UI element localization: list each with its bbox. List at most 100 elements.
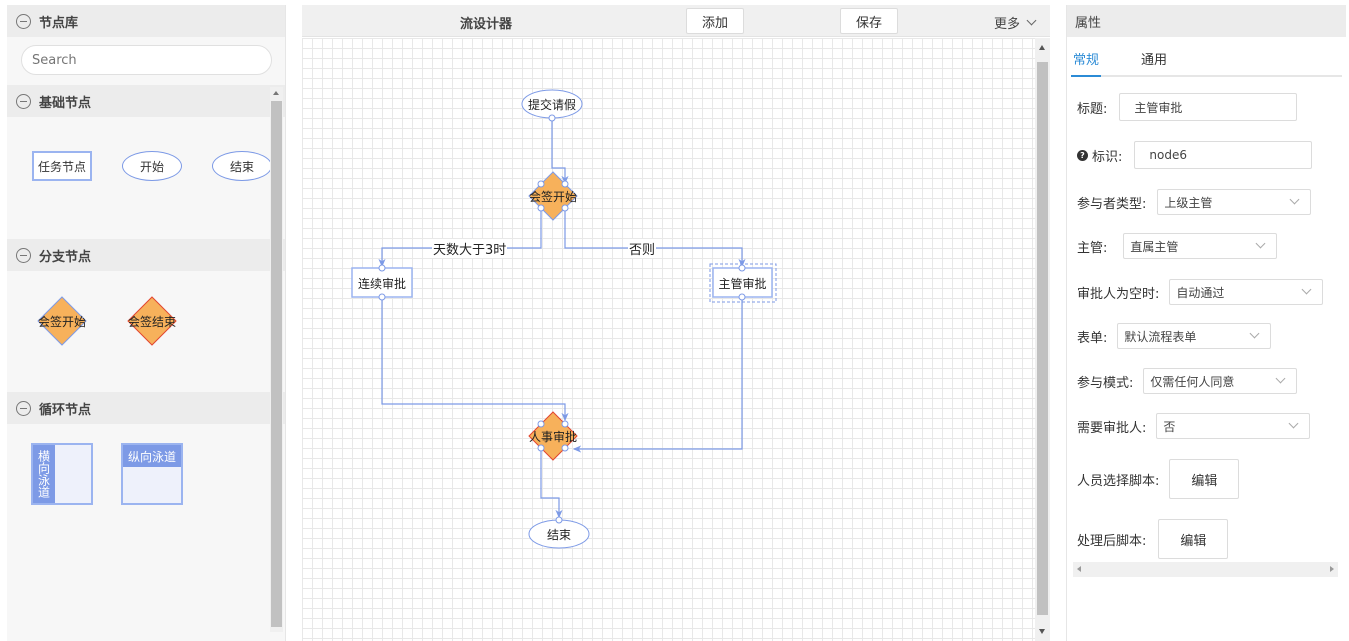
lib-countersign-end-node[interactable]: 会签结束: [122, 296, 182, 346]
node-port[interactable]: [561, 204, 569, 212]
lib-horizontal-lane[interactable]: 横向泳道: [31, 443, 93, 505]
collapse-icon[interactable]: [16, 13, 31, 29]
tab-common[interactable]: 通用: [1141, 53, 1168, 68]
node-continuous-approve-shape[interactable]: [351, 267, 413, 298]
need-approver-select[interactable]: 否: [1156, 413, 1311, 439]
node-countersign-start-shape[interactable]: [528, 171, 578, 221]
edge-submit-to-countersign[interactable]: [551, 118, 569, 185]
chevron-down-icon: [1288, 418, 1299, 429]
scroll-left-icon[interactable]: [1077, 566, 1081, 572]
collapse-icon[interactable]: [16, 93, 31, 109]
id-input[interactable]: node6: [1134, 141, 1313, 169]
node-port[interactable]: [537, 420, 545, 428]
edge-supervisor-to-hr[interactable]: [572, 298, 743, 453]
title-input[interactable]: 主管审批: [1119, 93, 1298, 121]
properties-hscrollbar[interactable]: [1073, 562, 1338, 577]
scroll-up-icon[interactable]: [273, 91, 279, 95]
node-port[interactable]: [378, 293, 386, 301]
field-id: ? 标识: node6: [1077, 141, 1313, 169]
node-library-header[interactable]: 节点库: [7, 5, 285, 37]
add-button[interactable]: 添加: [686, 8, 744, 34]
lib-countersign-start-label: 会签开始: [37, 314, 86, 329]
lib-vertical-lane[interactable]: 纵向泳道: [121, 443, 183, 505]
node-port[interactable]: [561, 444, 569, 452]
node-port[interactable]: [738, 293, 746, 301]
node-library-scrollbar[interactable]: [270, 87, 283, 632]
collapse-icon[interactable]: [16, 400, 31, 416]
scrollbar-thumb[interactable]: [271, 101, 282, 627]
designer-title: 流设计器: [460, 17, 513, 32]
section-branch-nodes[interactable]: 分支节点: [7, 239, 285, 271]
field-person-script-label: 人员选择脚本:: [1077, 473, 1160, 489]
mode-select[interactable]: 仅需任何人同意: [1143, 368, 1298, 394]
flow-canvas[interactable]: 提交请假 会签开始 连续审批 主管审批 人事审批 结束 天数大于3时 否则: [302, 38, 1035, 641]
edge-hr-to-end[interactable]: [540, 449, 563, 519]
lane-header: 纵向泳道: [123, 445, 181, 467]
lane-header: 横向泳道: [33, 445, 55, 503]
node-library-title: 节点库: [39, 15, 79, 31]
flow-diagram: [351, 89, 777, 549]
field-post-script-label: 处理后脚本:: [1077, 533, 1147, 549]
empty-approver-value: 自动通过: [1176, 285, 1225, 300]
field-participant-type: 参与者类型: 上级主管: [1077, 189, 1312, 215]
field-need-approver: 需要审批人: 否: [1077, 413, 1311, 439]
scroll-down-icon[interactable]: [1039, 629, 1045, 634]
field-participant-type-label: 参与者类型:: [1077, 196, 1147, 212]
lib-task-node[interactable]: 任务节点: [32, 151, 92, 181]
lib-start-node[interactable]: 开始: [122, 151, 182, 181]
scroll-up-icon[interactable]: [1039, 45, 1045, 50]
node-supervisor-selection-box: [709, 263, 777, 303]
post-script-edit-button[interactable]: 编辑: [1158, 519, 1229, 559]
collapse-icon[interactable]: [16, 247, 31, 263]
tab-general[interactable]: 常规: [1073, 53, 1100, 68]
edge-label-days-gt-3[interactable]: 天数大于3时: [432, 239, 508, 258]
search-input[interactable]: [21, 45, 272, 75]
node-port[interactable]: [537, 204, 545, 212]
node-port[interactable]: [555, 516, 563, 524]
properties-title: 属性: [1075, 15, 1102, 31]
form-value: 默认流程表单: [1124, 329, 1197, 344]
node-hr-approve-shape[interactable]: [528, 411, 578, 461]
section-basic-nodes[interactable]: 基础节点: [7, 85, 285, 117]
field-person-script: 人员选择脚本: 编辑: [1077, 459, 1240, 499]
properties-header: 属性: [1067, 5, 1346, 37]
help-icon[interactable]: ?: [1077, 149, 1088, 161]
field-need-approver-label: 需要审批人:: [1077, 420, 1147, 436]
canvas-scrollbar[interactable]: [1035, 38, 1050, 641]
node-port[interactable]: [537, 444, 545, 452]
supervisor-select[interactable]: 直属主管: [1123, 233, 1278, 259]
empty-approver-select[interactable]: 自动通过: [1169, 279, 1324, 305]
save-button[interactable]: 保存: [840, 8, 898, 34]
supervisor-value: 直属主管: [1130, 239, 1179, 254]
section-loop-nodes[interactable]: 循环节点: [7, 392, 285, 424]
node-port[interactable]: [378, 264, 386, 272]
node-library-list: 基础节点 任务节点 开始 结束 分支节点 会签开始: [7, 85, 285, 641]
mode-value: 仅需任何人同意: [1150, 374, 1235, 389]
field-form: 表单: 默认流程表单: [1077, 323, 1272, 349]
node-port[interactable]: [738, 264, 746, 272]
field-mode: 参与模式: 仅需任何人同意: [1077, 368, 1298, 394]
scrollbar-thumb[interactable]: [1037, 62, 1048, 615]
scroll-right-icon[interactable]: [1330, 566, 1334, 572]
node-end-shape[interactable]: [528, 519, 590, 549]
person-script-edit-button[interactable]: 编辑: [1169, 459, 1240, 499]
more-menu[interactable]: 更多: [994, 13, 1037, 32]
form-select[interactable]: 默认流程表单: [1117, 323, 1272, 349]
edge-label-otherwise[interactable]: 否则: [628, 239, 657, 258]
edge-continuous-to-hr[interactable]: [381, 298, 569, 422]
node-port[interactable]: [548, 114, 556, 122]
node-port[interactable]: [537, 180, 545, 188]
field-empty-approver: 审批人为空时: 自动通过: [1077, 279, 1324, 305]
node-supervisor-approve-shape[interactable]: [712, 267, 773, 298]
lib-countersign-start-node[interactable]: 会签开始: [32, 296, 92, 346]
chevron-down-icon: [1289, 194, 1300, 205]
node-port[interactable]: [561, 180, 569, 188]
field-id-label: 标识:: [1092, 149, 1123, 165]
loop-nodes-area: 横向泳道 纵向泳道: [7, 424, 285, 634]
chevron-down-icon: [1026, 15, 1037, 26]
chevron-down-icon: [1275, 373, 1286, 384]
node-submit-shape[interactable]: [521, 89, 583, 119]
node-port[interactable]: [561, 420, 569, 428]
lib-end-node[interactable]: 结束: [212, 151, 272, 181]
participant-type-select[interactable]: 上级主管: [1157, 189, 1312, 215]
